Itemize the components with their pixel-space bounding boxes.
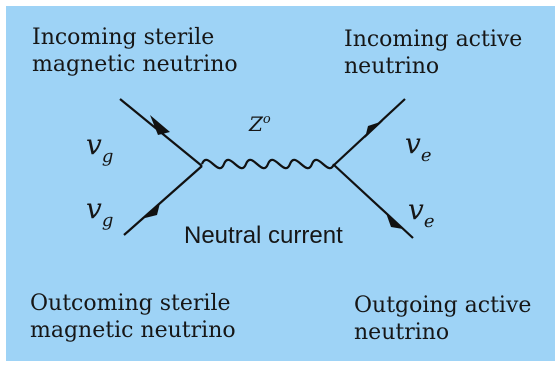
z-boson-label: Zo [248, 112, 271, 136]
left-outgoing-particle-symbol: vg [86, 192, 113, 231]
incoming-active-label: Incoming active neutrino [344, 27, 523, 79]
diagram-background-panel [6, 6, 555, 361]
right-incoming-particle-symbol: ve [405, 127, 431, 166]
incoming-sterile-label: Incoming sterile magnetic neutrino [32, 25, 238, 77]
outgoing-active-neutrino-line [333, 164, 414, 239]
outgoing-active-label: Outgoing active neutrino [354, 293, 532, 345]
right-outgoing-particle-symbol: ve [408, 193, 434, 232]
incoming-sterile-arrow-icon [150, 115, 170, 135]
left-incoming-particle-symbol: vg [86, 128, 113, 167]
outgoing-active-arrow-icon [386, 213, 403, 229]
outcoming-sterile-neutrino-line [123, 165, 203, 236]
z-boson-wavy-line [200, 158, 336, 170]
outcoming-sterile-arrow-icon [141, 203, 160, 219]
outcoming-sterile-label: Outcoming sterile magnetic neutrino [30, 291, 236, 343]
neutral-current-label: Neutral current [184, 222, 343, 249]
incoming-active-arrow-icon [365, 121, 383, 138]
